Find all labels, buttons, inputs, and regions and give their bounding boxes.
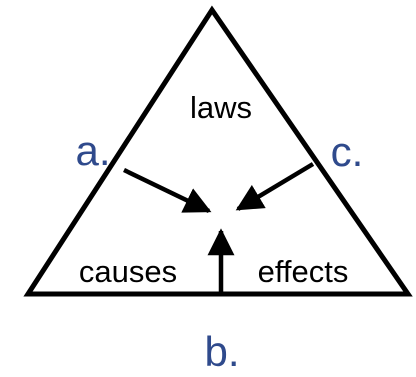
triangle-outline: [23, 5, 413, 297]
arrow-from-right-edge: [235, 162, 315, 211]
region-label-laws: laws: [190, 90, 252, 125]
region-label-causes: causes: [79, 254, 177, 289]
region-label-effects: effects: [258, 254, 349, 289]
marker-label-c: c.: [331, 128, 364, 175]
marker-label-a: a.: [75, 127, 110, 174]
marker-label-b: b.: [204, 328, 239, 375]
arrow-from-left-edge: [123, 167, 212, 214]
